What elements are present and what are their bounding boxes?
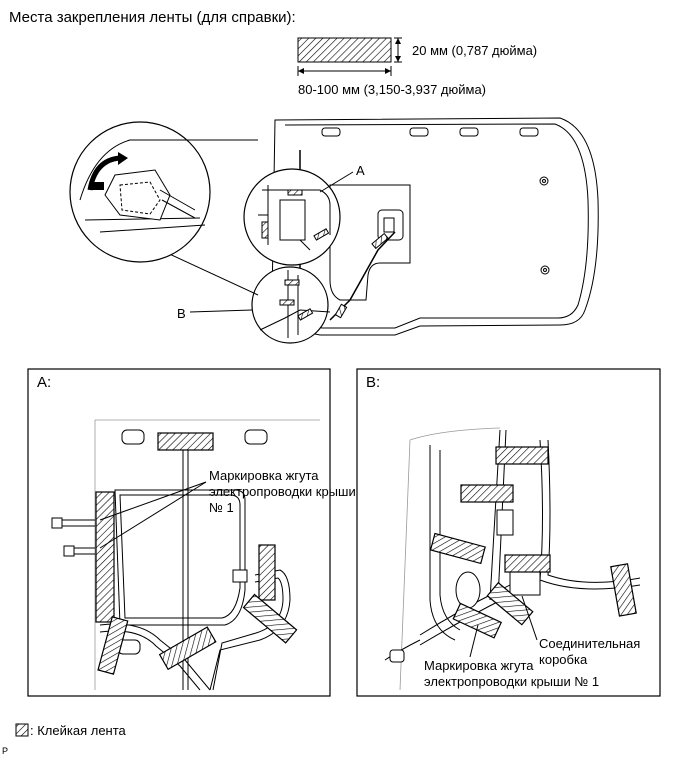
detail-circle-a bbox=[243, 168, 354, 266]
overview-marker-a: A bbox=[356, 163, 365, 178]
corner-code: P bbox=[2, 746, 9, 756]
legend-hatch-swatch bbox=[15, 723, 29, 737]
panel-b-tape-points bbox=[429, 446, 637, 639]
legend-label: : Клейкая лента bbox=[30, 723, 126, 738]
tape-height-label: 20 мм (0,787 дюйма) bbox=[412, 43, 538, 58]
detail-circle-b bbox=[189, 266, 331, 344]
panel-b-callout-leaders bbox=[469, 595, 538, 658]
panel-a-tape-points bbox=[95, 432, 298, 675]
tape-fold-detail bbox=[69, 121, 259, 296]
panel-b-title: B: bbox=[366, 374, 381, 391]
tape-size-sample bbox=[297, 37, 402, 76]
panel-b-junction-box-callout: Соединительная коробка bbox=[539, 636, 641, 667]
tape-width-label: 80-100 мм (3,150-3,937 дюйма) bbox=[298, 82, 487, 97]
panel-a-title: A: bbox=[37, 374, 52, 391]
panel-a-callout-leaders bbox=[99, 481, 207, 549]
panel-b-harness-marking-callout: Маркировка жгута электропроводки крыши №… bbox=[424, 658, 600, 689]
page-title: Места закрепления ленты (для справки): bbox=[9, 9, 296, 26]
panel-a bbox=[27, 368, 331, 697]
overview-marker-b: B bbox=[177, 306, 186, 321]
panel-a-harness-marking-callout: Маркировка жгута электропроводки крыши №… bbox=[209, 468, 356, 515]
